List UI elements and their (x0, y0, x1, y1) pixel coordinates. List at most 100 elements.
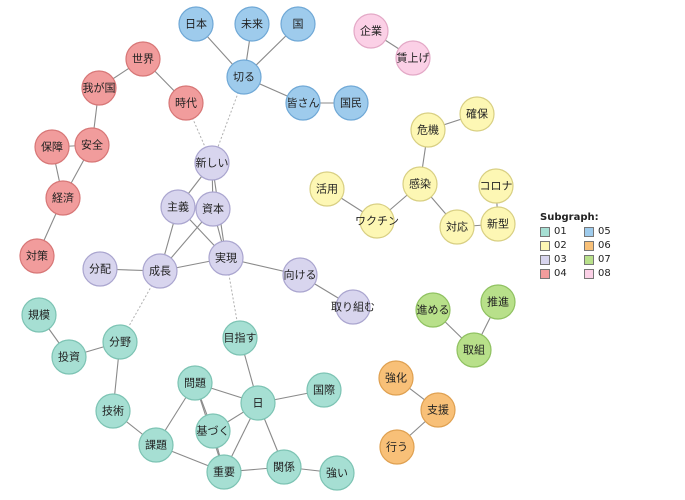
node-label: 新しい (196, 156, 229, 170)
node-circle (395, 40, 431, 76)
node-label: 経済 (52, 191, 74, 205)
legend-label: 04 (554, 268, 567, 279)
node-circle (335, 289, 371, 325)
node-bunpai: 分配 (82, 251, 118, 287)
node-label: 支援 (427, 403, 449, 417)
node-circle (102, 324, 138, 360)
node-circle (194, 145, 230, 181)
node-circle (34, 129, 70, 165)
node-label: 危機 (417, 123, 439, 137)
node-circle (456, 332, 492, 368)
node-circle (177, 365, 213, 401)
node-kansen: 感染 (402, 166, 438, 202)
node-atarashii: 新しい (194, 145, 230, 181)
node-circle (168, 85, 204, 121)
node-circle (95, 393, 131, 429)
node-label: 切る (233, 71, 255, 84)
node-susumeru: 進める (415, 292, 451, 328)
node-circle (285, 85, 321, 121)
node-kiru: 切る (226, 59, 262, 95)
node-label: 新型 (487, 217, 509, 231)
node-torikumu: 取り組む (331, 289, 375, 325)
node-label: 行う (386, 441, 408, 454)
node-juyo: 重要 (206, 454, 242, 490)
node-label: コロナ (480, 180, 513, 193)
node-tsuyoi: 強い (319, 455, 355, 491)
node-chinage: 賃上げ (395, 40, 431, 76)
node-label: 実現 (215, 251, 237, 265)
node-jidai: 時代 (168, 85, 204, 121)
node-label: 取組 (463, 344, 485, 357)
node-taisaku: 対策 (19, 238, 55, 274)
node-circle (266, 449, 302, 485)
node-circle (45, 180, 81, 216)
node-circle (178, 6, 214, 42)
node-circle (353, 13, 389, 49)
legend-swatch (540, 268, 550, 279)
node-circle (19, 238, 55, 274)
node-kakuho: 確保 (459, 96, 495, 132)
node-label: 安全 (81, 138, 103, 152)
node-corona: コロナ (478, 168, 514, 204)
node-label: ワクチン (355, 215, 399, 228)
node-label: 推進 (487, 295, 509, 309)
node-label: 資本 (202, 202, 224, 216)
node-circle (478, 168, 514, 204)
node-circle (138, 427, 174, 463)
node-circle (195, 191, 231, 227)
legend-swatch (584, 254, 594, 265)
node-kyoka: 強化 (378, 360, 414, 396)
node-circle (420, 392, 456, 428)
node-label: 問題 (184, 377, 206, 390)
node-label: 進める (417, 304, 450, 317)
node-circle (319, 455, 355, 491)
node-label: 活用 (316, 183, 338, 196)
legend-swatch (540, 226, 550, 237)
node-label: 関係 (273, 461, 295, 474)
legend-label: 08 (598, 268, 611, 279)
node-label: 我が国 (83, 81, 116, 95)
node-label: 感染 (409, 177, 431, 191)
node-label: 主義 (167, 200, 189, 214)
node-circle (226, 59, 262, 95)
node-kuni: 国 (280, 6, 316, 42)
node-circle (74, 127, 110, 163)
node-gijutsu: 技術 (95, 393, 131, 429)
legend-title: Subgraph: (540, 212, 599, 223)
node-circle (333, 85, 369, 121)
node-circle (378, 360, 414, 396)
node-vaccine: ワクチン (355, 203, 399, 239)
node-label: 取り組む (331, 301, 375, 314)
node-label: 分野 (109, 336, 131, 349)
node-circle (206, 454, 242, 490)
node-minasan: 皆さん (285, 85, 321, 121)
node-circle (82, 251, 118, 287)
node-circle (439, 209, 475, 245)
node-label: 技術 (102, 405, 124, 418)
node-label: 分配 (89, 263, 111, 276)
node-toshi: 投資 (51, 339, 87, 375)
legend-item-02: 02 (540, 240, 584, 251)
node-kigyo: 企業 (353, 13, 389, 49)
node-label: 重要 (213, 465, 235, 479)
node-label: 企業 (360, 24, 382, 38)
legend-swatch (584, 240, 594, 251)
legend-swatch (584, 226, 594, 237)
node-label: 時代 (175, 97, 197, 110)
node-mezasu: 目指す (222, 320, 258, 356)
node-kiki: 危機 (410, 112, 446, 148)
legend-item-01: 01 (540, 226, 584, 237)
legend-item-03: 03 (540, 254, 584, 265)
legend-item-07: 07 (584, 254, 628, 265)
node-shihon: 資本 (195, 191, 231, 227)
node-circle (222, 320, 258, 356)
legend-label: 06 (598, 240, 611, 251)
node-label: 確保 (466, 107, 488, 121)
node-torikumi: 取組 (456, 332, 492, 368)
node-label: 日 (253, 397, 264, 410)
node-label: 保障 (41, 140, 63, 154)
legend-label: 02 (554, 240, 567, 251)
edge-jidai-atarashii (185, 102, 213, 164)
